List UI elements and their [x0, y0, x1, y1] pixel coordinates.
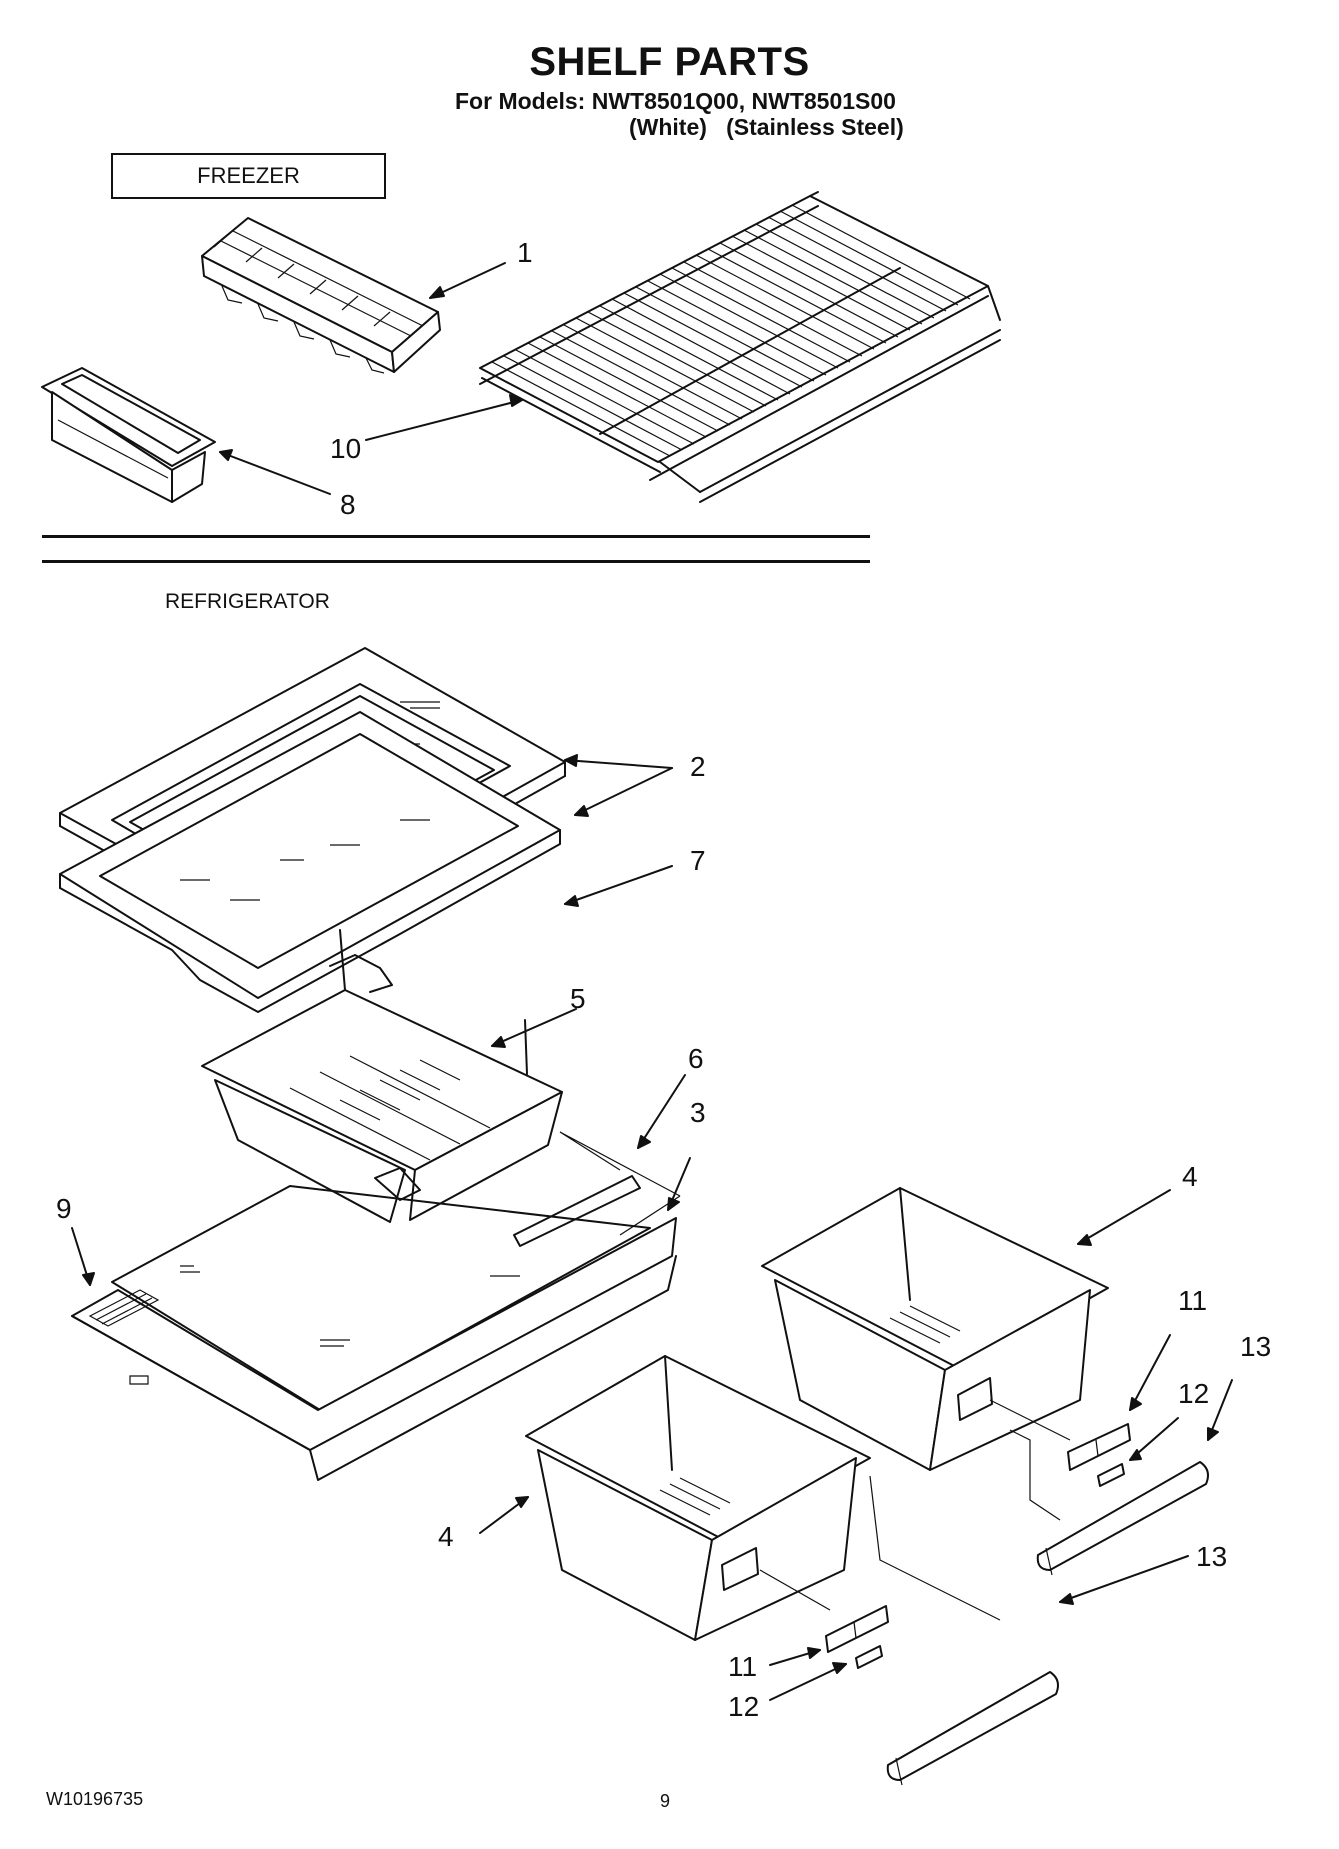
divider-bottom: [42, 560, 870, 563]
ice-tray-drawing: [201, 217, 441, 374]
callout-12-left: 12: [728, 1691, 759, 1722]
callout-11-left: 11: [728, 1651, 757, 1682]
callout-2: 2: [690, 751, 706, 782]
crisper-cover-frame-drawing: [59, 711, 561, 1013]
model-variants: (White) (Stainless Steel): [629, 114, 904, 141]
callout-3: 3: [690, 1097, 706, 1128]
door-bin-drawing: [41, 367, 216, 503]
page-title: SHELF PARTS: [529, 40, 810, 84]
crisper-cover-glass-drawing: [71, 1185, 677, 1481]
callout-5: 5: [570, 983, 586, 1014]
callout-9: 9: [56, 1193, 72, 1224]
refrigerator-section-label: REFRIGERATOR: [165, 590, 330, 613]
callout-1: 1: [517, 237, 533, 268]
wire-shelf-drawing: [479, 191, 1001, 503]
handles-drawing: [886, 1461, 1209, 1786]
document-id: W10196735: [46, 1789, 144, 1809]
models-line: For Models: NWT8501Q00, NWT8501S00: [455, 88, 896, 114]
callout-12-right: 12: [1178, 1378, 1209, 1409]
callout-11-right: 11: [1178, 1285, 1207, 1316]
callout-7: 7: [690, 845, 706, 876]
crisper-drawer-left-drawing: [525, 1355, 1001, 1641]
callout-8: 8: [340, 489, 356, 520]
callout-4-right: 4: [1182, 1161, 1198, 1192]
page-number: 9: [660, 1791, 671, 1811]
callout-numbers: 1 10 8 2 7 5 6 3 9 4 4 11 12 13 13 11 12: [56, 237, 1271, 1722]
divider-top: [42, 535, 870, 538]
variant-white: (White): [629, 114, 707, 140]
callout-4-left: 4: [438, 1521, 454, 1552]
brackets-drawing: [825, 1423, 1131, 1669]
callout-13-lower: 13: [1196, 1541, 1227, 1572]
callout-10: 10: [330, 433, 361, 464]
variant-stainless: (Stainless Steel): [726, 114, 904, 140]
leader-arrows: [71, 262, 1233, 1701]
callout-13-upper: 13: [1240, 1331, 1271, 1362]
deli-drawer-drawing: [201, 929, 563, 1223]
crisper-drawer-right-drawing: [761, 1187, 1109, 1521]
freezer-section-label: FREEZER: [111, 153, 386, 199]
callout-6: 6: [688, 1043, 704, 1074]
